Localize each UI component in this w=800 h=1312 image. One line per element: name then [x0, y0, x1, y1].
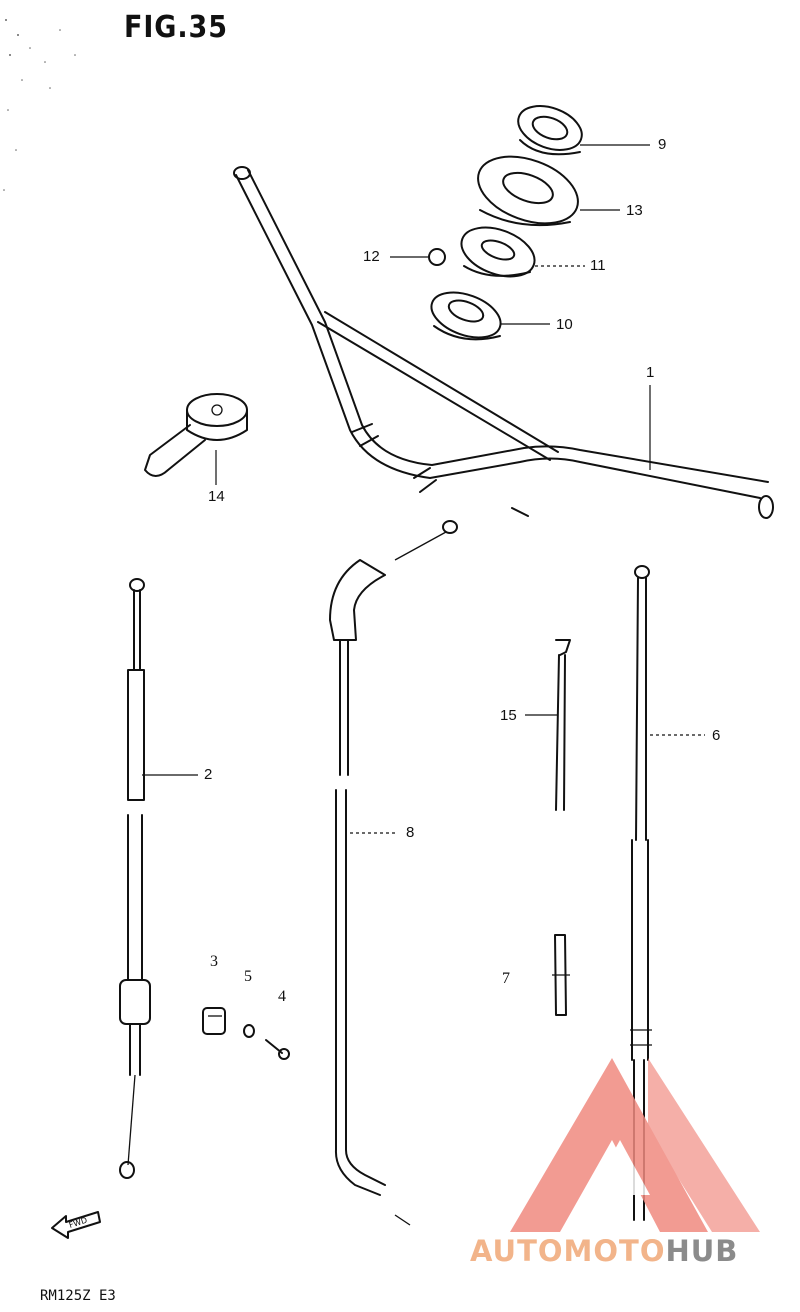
callout-9: 9: [658, 136, 667, 153]
callout-11: 11: [590, 257, 606, 274]
callout-12: 12: [363, 248, 380, 265]
model-code: RM125Z E3: [40, 1288, 116, 1304]
part-11-cushion: [460, 226, 536, 278]
callout-2: 2: [204, 766, 213, 783]
watermark-logo-icon: [510, 1058, 760, 1232]
fwd-arrow-icon: FWD: [51, 1211, 101, 1239]
watermark-text: AUTOMOTOHUB: [470, 1234, 738, 1268]
scan-noise: [3, 19, 76, 191]
callout-14: 14: [208, 488, 225, 505]
part-9-nut: [517, 105, 583, 156]
callout-5: 5: [244, 968, 252, 985]
part-8-cable: [329, 520, 458, 1226]
callout-6: 6: [712, 727, 721, 744]
watermark-text-part2: HUB: [665, 1234, 739, 1268]
part-2-cable: [119, 578, 151, 1179]
watermark-text-part1: AUTOMOTO: [470, 1234, 666, 1268]
callout-1: 1: [646, 364, 655, 381]
part-5-washer: [243, 1024, 255, 1038]
part-13-washer: [477, 155, 579, 227]
part-3-holder: [202, 1007, 226, 1035]
callout-4: 4: [278, 988, 286, 1005]
part-15-band: [555, 639, 571, 811]
part-7-band: [552, 934, 570, 1016]
callout-3: 3: [210, 953, 218, 970]
callout-10: 10: [556, 316, 573, 333]
part-12-ball: [428, 248, 446, 266]
part-4-bolt: [265, 1039, 290, 1060]
leader-lines: [142, 144, 705, 834]
figure-title: FIG.35: [124, 10, 228, 45]
callout-13: 13: [626, 202, 643, 219]
svg-text:FWD: FWD: [68, 1216, 89, 1230]
part-1-handlebar: [233, 166, 774, 519]
callout-8: 8: [406, 824, 415, 841]
callout-15: 15: [500, 707, 517, 724]
part-10-cushion: [430, 291, 502, 341]
part-14-clamp: [144, 393, 248, 477]
callout-7: 7: [502, 970, 510, 987]
